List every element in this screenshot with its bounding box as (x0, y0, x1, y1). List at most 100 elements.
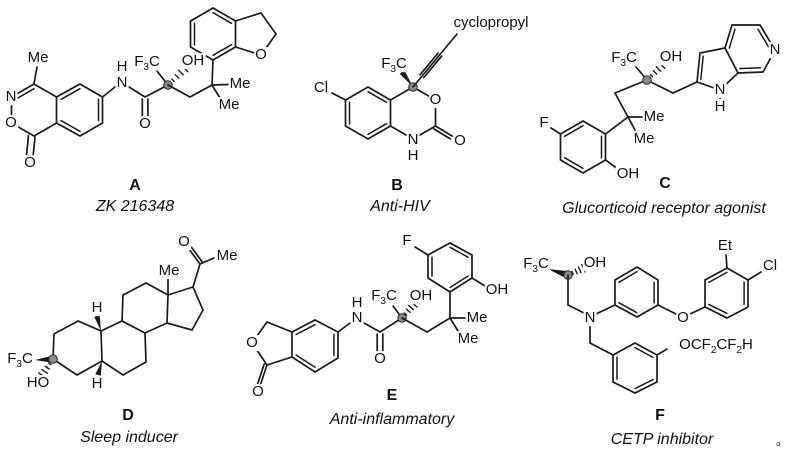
amide-n-label: N (350, 309, 364, 327)
phenol-hydroxyl-label: OH (615, 165, 641, 183)
amide-h-label: H (115, 58, 129, 76)
hydroxyl-label: HO (25, 374, 51, 392)
ring-nitrogen-label: N (4, 88, 18, 106)
cyclopropyl-alkyne (412, 33, 458, 88)
corner-punctuation-mark: 。 (776, 434, 789, 448)
amide-oxygen-label: O (373, 350, 387, 368)
molecule-b: Cl F3C O N H O cyclopropyl B Anti-HIV (272, 0, 534, 228)
molecule-letter: A (129, 177, 141, 194)
methyl-label: Me (26, 49, 50, 67)
phenol-hydroxyl-label: OH (484, 281, 510, 299)
molecule-name: CETP inhibitor (610, 431, 714, 448)
dihydrobenzofuran (189, 7, 278, 61)
amide-h-label: H (350, 294, 364, 312)
oxazinone-ring (389, 86, 453, 151)
molecule-name: Anti-inflammatory (329, 411, 455, 428)
molecule-letter: D (122, 407, 134, 424)
pyridine-nitrogen-label: N (768, 41, 782, 59)
molecule-c: F OH Me Me F3C OH N H N C Glucorticoid r… (534, 0, 800, 228)
molecule-f-skeleton (548, 254, 762, 394)
chloro-label: Cl (312, 79, 330, 97)
molecule-letter: C (659, 175, 671, 192)
lactone-oxygen-label: O (251, 383, 265, 401)
molecule-c-skeleton (550, 24, 776, 174)
molecule-d-skeleton (35, 246, 215, 379)
fluorophenol-ring (550, 120, 619, 174)
fluoro-label: F (401, 232, 413, 250)
lactone-oxygen-label: O (23, 154, 37, 172)
molecule-name: Anti-HIV (370, 198, 430, 215)
molecule-b-skeleton (331, 33, 458, 151)
molecule-letter: B (391, 177, 403, 194)
acetyl-group (188, 246, 215, 288)
hydroxyl-label: OH (408, 287, 434, 305)
methyl-label: Me (465, 309, 489, 327)
stereo-wedges (35, 315, 102, 379)
angular-methyl-label: Me (157, 262, 181, 280)
ring-h-label: H (90, 375, 104, 393)
methyl-label: Me (642, 108, 666, 126)
molecule-name: ZK 216348 (95, 198, 175, 215)
amide-oxygen-label: O (138, 115, 152, 133)
cf3-label: F3C (610, 49, 638, 70)
aniline-ring (614, 266, 677, 318)
molecule-a-skeleton (10, 7, 278, 158)
ring-nitrogen-label: N (406, 131, 420, 149)
gem-dimethyl-chain (167, 59, 229, 99)
molecule-e: O O H N O F3C OH Me Me F OH E Anti-infla… (245, 228, 520, 457)
ring-nh-label: H (406, 147, 420, 165)
hydroxyl-label: OH (658, 48, 684, 66)
molecule-a: Me N O O H N O F3C OH Me Me O A ZK 21634… (0, 0, 290, 228)
ocf2cf2h-label: OCF2CF2H (678, 336, 754, 357)
cf3-label: F3C (370, 287, 398, 308)
gem-dimethyl-chain (401, 291, 466, 333)
pyrrole-nh-label: H (713, 98, 727, 116)
amine-nitrogen-label: N (583, 309, 597, 327)
methyl-label: Me (228, 75, 252, 93)
cf3-label: F3C (6, 350, 34, 371)
stereocenter (399, 70, 418, 92)
molecule-name: Glucorticoid receptor agonist (562, 200, 766, 217)
furan-oxygen-label: O (254, 46, 268, 64)
ring-oxygen-label: O (4, 114, 18, 132)
cyclopropyl-label: cyclopropyl (452, 14, 530, 32)
chloro-benzene-ring (331, 86, 392, 140)
chloro-ethyl-ring (689, 254, 762, 319)
methyl-label: Me (632, 130, 656, 148)
amide-linker (337, 307, 403, 354)
cf3-label: F3C (380, 55, 408, 76)
phthalide-ring (250, 319, 339, 387)
molecule-letter: F (655, 407, 665, 424)
molecule-name: Sleep inducer (80, 429, 178, 446)
stereocenter (548, 263, 586, 280)
cf3-label: F3C (133, 53, 161, 74)
azaindole (696, 24, 776, 102)
ring-oxygen-label: O (428, 91, 443, 109)
molecule-letter: E (386, 387, 398, 404)
chloro-label: Cl (761, 257, 779, 275)
benzyl-ring (612, 342, 668, 394)
methyl-label: Me (217, 96, 241, 114)
ketone-oxygen-label: O (177, 233, 191, 251)
benzoxazinone-ring (10, 66, 104, 158)
lactone-ring-oxygen-label: O (245, 334, 259, 352)
hydroxyl-label: OH (582, 254, 608, 272)
stereocenter (635, 61, 666, 85)
steroid-rings (52, 278, 204, 376)
gem-dimethyl-chain (604, 79, 698, 135)
ring-h-label: H (90, 299, 104, 317)
hydroxyl-label: OH (180, 52, 206, 70)
acetyl-methyl-label: Me (215, 247, 239, 265)
cf3-label: F3C (522, 255, 550, 276)
amide-n-label: N (115, 74, 129, 92)
molecule-f: F3C OH N O Et Cl OCF2CF2H F CETP inhibit… (520, 228, 800, 457)
ethyl-label: Et (716, 237, 734, 255)
molecule-d: F3C HO Me H H O Me D Sleep inducer (0, 228, 245, 457)
molecule-e-skeleton (250, 242, 486, 387)
carbonyl-oxygen-label: O (453, 132, 467, 150)
fluorophenol-ring (414, 242, 486, 294)
stereocenter (156, 65, 189, 90)
pyrrole-nitrogen-label: N (713, 81, 727, 99)
amine-core (567, 274, 616, 356)
